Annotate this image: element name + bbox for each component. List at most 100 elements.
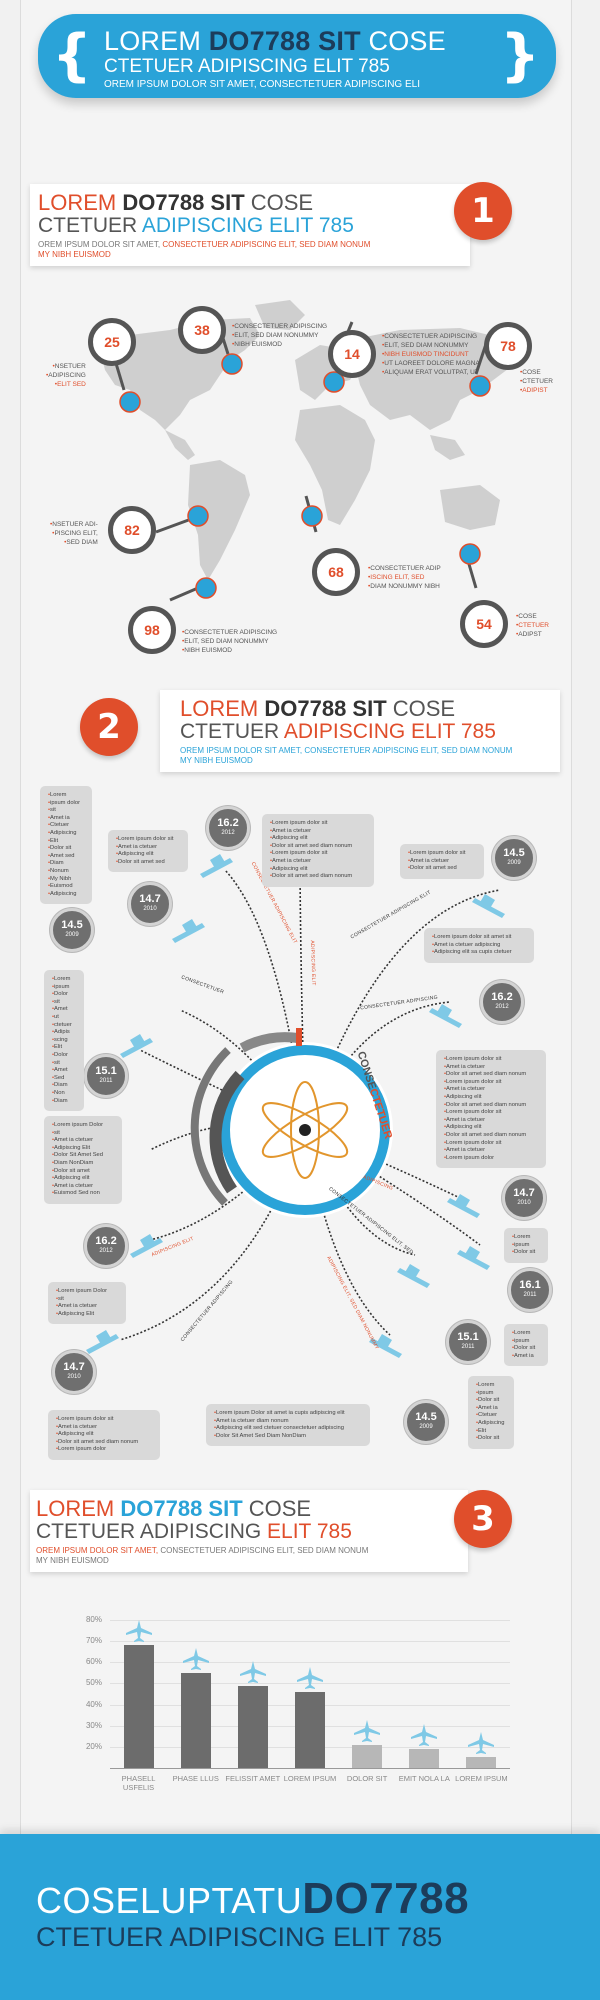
grid-line [110,1662,510,1664]
section3-banner [30,1490,468,1572]
text-box-line: Diam [48,860,84,868]
text-box-line: Lorem ipsum Dolor sit amet ia cupis adip… [214,1410,362,1418]
section1-banner [30,184,470,266]
y-tick-label: 60% [85,1657,102,1667]
australia-shape [440,485,500,530]
section3-number-badge: 3 [454,1490,512,1548]
text-box-line: Amet ia ctetuer [444,1147,538,1155]
map-pin-38: 38 [178,306,226,354]
section1-caption2: MY NIBH EUISMOD [38,250,111,259]
x-tick-label: EMIT NOLA LA [398,1774,450,1783]
footer-banner [0,1834,600,2000]
text-box-line: Dolor [52,991,76,999]
text-box-line: sit [52,1060,76,1068]
header-banner: { } LOREM DO7788 SIT COSE CTETUER ADIPIS… [38,14,556,98]
airplane-icon [468,1732,495,1755]
airplane-icon [297,1666,323,1689]
southeast-asia-shape [430,435,465,460]
text-box-line: Lorem ipsum Dolor [52,1122,114,1130]
header-caption: OREM IPSUM DOLOR SIT AMET, CONSECTETUER … [104,79,420,90]
text-box-line: sit [52,1130,114,1138]
flight-diagram [86,849,505,1358]
text-box-line: Lorem [476,1382,506,1390]
text-box-line: Amet ia ctetuer adipiscing [432,942,526,950]
plane-marker [119,391,141,413]
section2-number-badge: 2 [80,698,138,756]
text-box-line: Lorem ipsum dolor sit [444,1079,538,1087]
text-box-line: Adipiscing elit [444,1124,538,1132]
grid-line [110,1620,510,1621]
pin-54-text: COSECTETUERADIPST [516,612,549,639]
map-pin-78: 78 [484,322,532,370]
text-box-line: Adipiscing elit sa cupis ctetuer [432,949,526,957]
section3-caption: OREM IPSUM DOLOR SIT AMET, CONSECTETUER … [36,1546,369,1555]
text-box-line: Adipiscing Elit [56,1311,118,1319]
text-box-line: scing [52,1037,76,1045]
text-box: Lorem ipsum DolorsitAmet ia ctetuerAdipi… [48,1282,126,1325]
section2-title: LOREM DO7788 SIT COSE [180,696,456,721]
header-subtitle: CTETUER ADIPISCING ELIT 785 [104,56,390,77]
text-box-line: Dolor sit amet sed [408,865,476,873]
airplane-icon [457,1246,490,1270]
x-tick-label: LOREM IPSUM [283,1774,337,1783]
text-box-line: ctetuer [52,1022,76,1030]
text-box-line: Adipiscing [48,830,84,838]
text-box-line: Amet ia ctetuer [56,1303,118,1311]
airplane-icon [239,1660,266,1683]
text-box-line: Dolor [52,1052,76,1060]
text-box-line: Amet ia ctetuer [52,1137,114,1145]
y-tick-label: 80% [85,1615,102,1624]
text-box-line: Lorem ipsum dolor [56,1446,152,1454]
text-box-line: ipsum [52,984,76,992]
text-box-line: Dolor sit amet sed diam nonum [444,1071,538,1079]
text-box-line: Dolor sit [512,1345,540,1353]
text-box-line: Amet [52,1067,76,1075]
text-box-line: sit [52,999,76,1007]
text-box-line: Adipiscing elit sed ctetuer consectetuer… [214,1425,362,1433]
pin-78-text: COSECTETUERADIPIST [520,368,553,395]
text-box-line: Adipiscing elit [270,835,366,843]
x-tick-label: FELISSIT AMET [225,1774,281,1783]
airplane-icon [172,919,205,943]
text-box-line: Non [52,1090,76,1098]
text-box-line: Amet ia ctetuer diam nonum [214,1418,362,1426]
map-pin-54: 54 [460,600,508,648]
text-box-line: Lorem ipsum dolor sit amet sit [432,934,526,942]
text-box-line: Amet ia ctetuer [444,1086,538,1094]
text-box-line: Diam [52,1082,76,1090]
text-box-line: ipsum dolor [48,800,84,808]
section1-subtitle: CTETUER ADIPISCING ELIT 785 [38,214,354,237]
section1-title: LOREM DO7788 SIT COSE [38,190,314,215]
text-box-line: Dolor sit [512,1249,540,1257]
text-box-line: Amet ia ctetuer [270,828,366,836]
plane-marker [459,543,481,565]
text-box-line: sit [48,807,84,815]
text-box-line: Dolor sit [476,1397,506,1405]
text-box: Lorem ipsum dolor sitAmet ia ctetuerDolo… [436,1050,546,1169]
text-box-line: Lorem ipsum dolor sit [116,836,180,844]
pin-82-text: NSETUER ADI-PISCING ELIT,SED DIAM [50,520,98,547]
section2-caption: OREM IPSUM DOLOR SIT AMET, CONSECTETUER … [180,746,513,755]
x-tick-label: DOLOR SIT [346,1774,388,1783]
text-box: Lorem ipsum dolor sit amet sitAmet ia ct… [424,928,534,963]
airplane-icon [429,1004,462,1028]
text-box-line: Adipiscing elit [116,851,180,859]
x-tick-label: PHASELL USFELIS [121,1774,156,1792]
text-box-line: Lorem ipsum dolor sit [56,1416,152,1424]
airplane-icon [125,1620,152,1643]
text-box-line: Adipiscing [48,891,84,899]
x-axis-line [110,1768,510,1769]
text-box-line: Amet ia ctetuer [116,844,180,852]
text-box: Lorem ipsum Dolor sit amet ia cupis adip… [206,1404,370,1447]
text-box-line: Lorem [512,1330,540,1338]
airplane-icon [200,854,233,878]
plane-marker [301,505,323,527]
airplane-icon [130,1234,163,1258]
map-pin-82: 82 [108,506,156,554]
